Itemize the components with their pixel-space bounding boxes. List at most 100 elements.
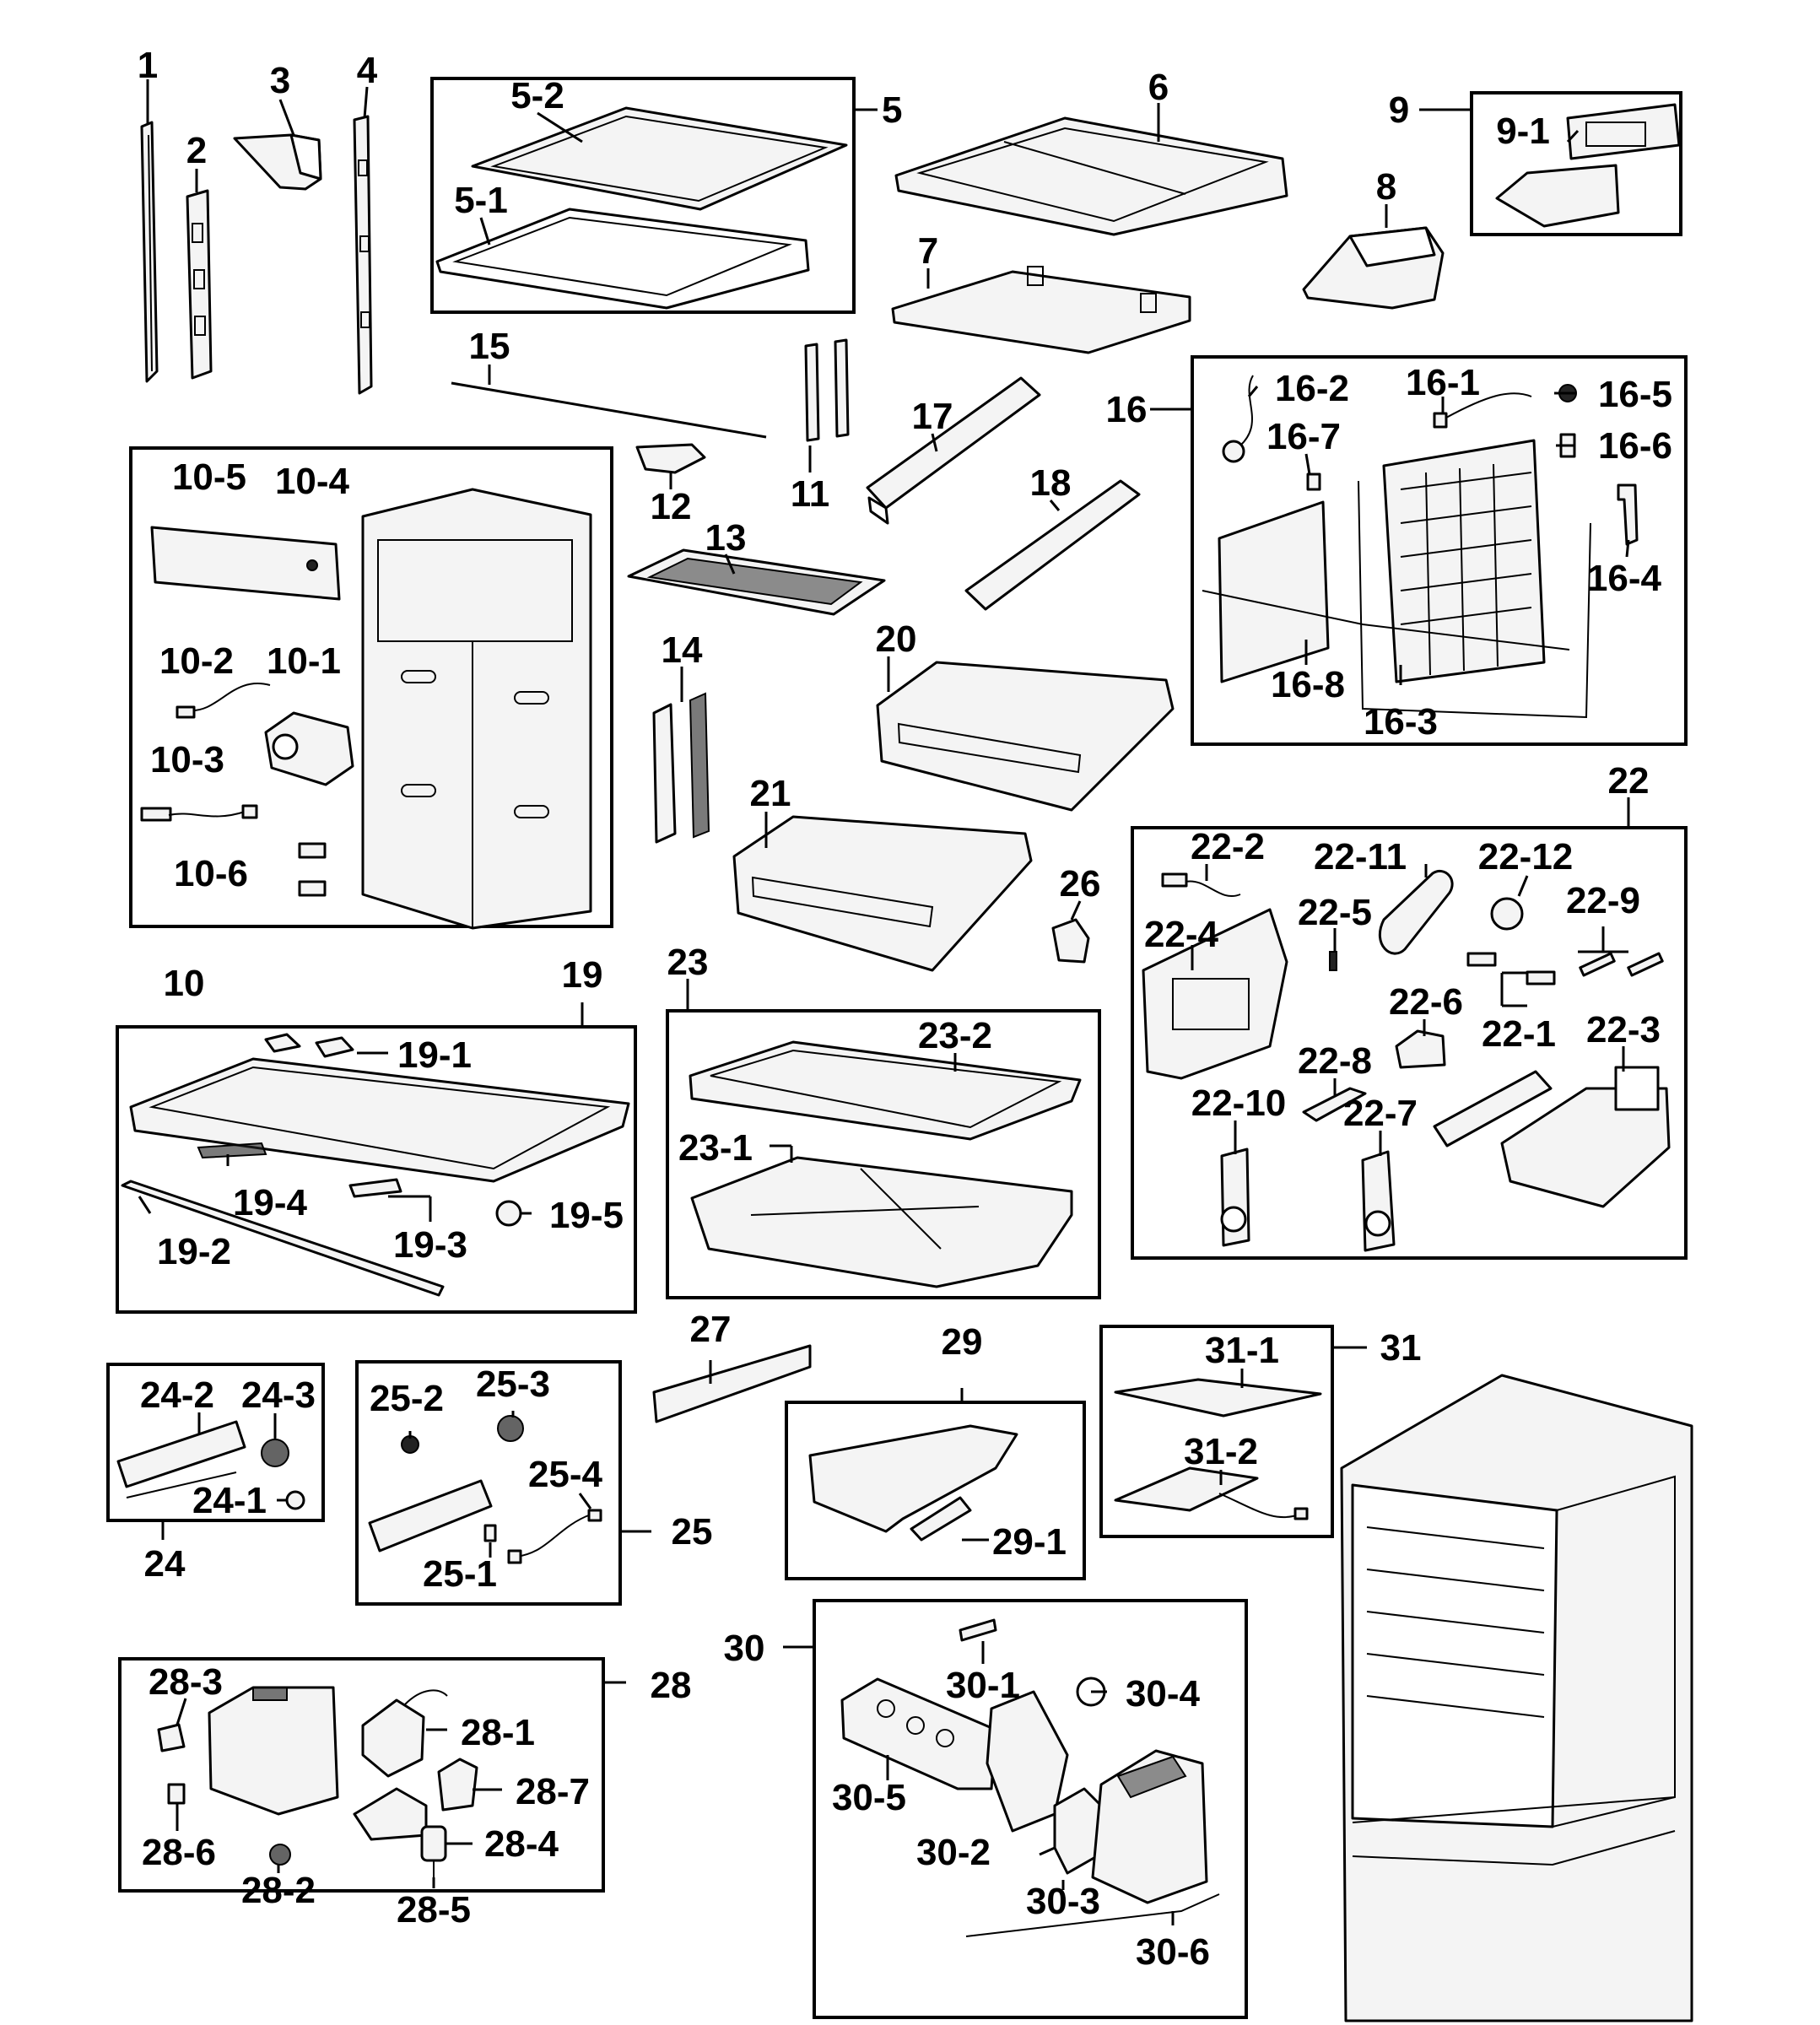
part-22-4-housing <box>1142 908 1288 1080</box>
label-19-2: 19-2 <box>157 1231 231 1272</box>
part-6-shelf <box>894 116 1288 236</box>
part-23-2-cover <box>689 1040 1082 1141</box>
part-25-4-wire <box>507 1509 602 1564</box>
label-29-1: 29-1 <box>992 1521 1067 1563</box>
label-10-2: 10-2 <box>159 640 234 682</box>
label-16-4: 16-4 <box>1587 558 1662 599</box>
part-30-1-spring <box>959 1618 997 1642</box>
label-31-1: 31-1 <box>1205 1330 1279 1371</box>
part-20-drawer <box>876 661 1175 812</box>
part-25-1 <box>483 1524 497 1542</box>
label-14: 14 <box>662 629 703 671</box>
group-box-23 <box>666 1009 1101 1299</box>
label-16-6: 16-6 <box>1598 425 1672 467</box>
label-16-7: 16-7 <box>1266 416 1341 457</box>
label-28-2: 28-2 <box>241 1870 316 1911</box>
part-19-1-clips <box>264 1033 354 1058</box>
label-4: 4 <box>357 50 378 91</box>
label-6: 6 <box>1148 67 1169 108</box>
part-28-bracket <box>353 1787 428 1841</box>
part-16-2-sensor <box>1222 375 1254 463</box>
part-22-7 <box>1361 1150 1396 1252</box>
part-22-2-harness <box>1161 872 1241 897</box>
label-20: 20 <box>876 618 917 660</box>
part-24-3-gear <box>261 1439 289 1467</box>
label-23-2: 23-2 <box>918 1015 992 1056</box>
part-17-rail <box>866 376 1041 525</box>
part-19-5 <box>495 1200 522 1227</box>
group-box-30 <box>813 1599 1248 2019</box>
part-19-2 <box>121 1180 445 1297</box>
label-16-3: 16-3 <box>1364 701 1438 742</box>
label-12: 12 <box>651 486 692 527</box>
label-10-1: 10-1 <box>267 640 341 682</box>
label-31-2: 31-2 <box>1184 1431 1258 1472</box>
label-11: 11 <box>791 473 830 515</box>
label-28-7: 28-7 <box>516 1771 590 1812</box>
label-28-5: 28-5 <box>397 1889 471 1930</box>
label-1: 1 <box>138 45 158 86</box>
label-21: 21 <box>750 773 791 814</box>
group-box-29 <box>785 1401 1086 1580</box>
part-16-1-sensor <box>1433 392 1532 429</box>
label-22-7: 22-7 <box>1343 1093 1418 1134</box>
part-28-1-motor <box>361 1689 448 1778</box>
label-28: 28 <box>651 1665 692 1706</box>
label-25-1: 25-1 <box>423 1553 497 1595</box>
part-10-3-harness <box>140 804 258 822</box>
label-22-3: 22-3 <box>1586 1009 1661 1050</box>
part-4-trim <box>353 115 373 395</box>
part-22-5 <box>1329 951 1337 971</box>
callout-labels: 1 2 3 4 5 5-2 5-1 6 7 8 9 9-1 15 11 12 1… <box>138 45 1672 1973</box>
label-30-4: 30-4 <box>1126 1673 1201 1714</box>
label-30: 30 <box>724 1628 765 1669</box>
label-25-2: 25-2 <box>370 1378 444 1419</box>
label-17: 17 <box>912 396 953 437</box>
label-30-1: 30-1 <box>946 1665 1020 1706</box>
label-26: 26 <box>1060 863 1101 904</box>
part-16-evaporator <box>1202 439 1591 719</box>
label-24-2: 24-2 <box>140 1374 214 1416</box>
part-16-7 <box>1306 472 1321 491</box>
label-24-3: 24-3 <box>241 1374 316 1416</box>
part-12-clip <box>635 443 706 474</box>
group-box-25 <box>355 1360 622 1606</box>
label-29: 29 <box>942 1321 983 1363</box>
part-19-4 <box>197 1142 267 1159</box>
part-26 <box>1051 918 1090 964</box>
label-13: 13 <box>705 517 747 559</box>
group-box-24 <box>106 1363 325 1522</box>
part-22-9-pads <box>1466 952 1664 986</box>
label-5-2: 5-2 <box>510 75 564 116</box>
part-15-rod <box>451 381 767 439</box>
part-8-chute <box>1302 226 1445 310</box>
label-30-5: 30-5 <box>832 1777 906 1818</box>
label-23-1: 23-1 <box>678 1127 753 1169</box>
part-30-6-rod <box>965 1893 1220 1937</box>
label-25-4: 25-4 <box>528 1454 603 1495</box>
label-28-6: 28-6 <box>142 1832 216 1873</box>
label-19-3: 19-3 <box>393 1224 467 1266</box>
part-22-8 <box>1302 1087 1367 1122</box>
label-10: 10 <box>164 963 205 1004</box>
label-19-4: 19-4 <box>233 1182 308 1223</box>
part-21-drawer <box>732 815 1033 972</box>
part-22-11-filter <box>1378 870 1454 955</box>
part-24-1 <box>285 1490 305 1510</box>
label-23: 23 <box>667 942 709 983</box>
part-10-panel <box>361 488 592 930</box>
part-28-icemaker-box <box>208 1686 339 1816</box>
part-11-strips <box>804 338 850 442</box>
part-1-trim <box>140 121 159 383</box>
label-10-5: 10-5 <box>172 456 246 498</box>
part-28-3 <box>157 1723 186 1752</box>
label-16-1: 16-1 <box>1406 362 1480 403</box>
label-22: 22 <box>1608 760 1650 802</box>
part-19-3 <box>348 1178 402 1198</box>
label-10-3: 10-3 <box>150 739 224 780</box>
label-18: 18 <box>1030 462 1072 504</box>
part-16-4 <box>1617 483 1639 546</box>
label-31: 31 <box>1380 1327 1422 1369</box>
part-2-bracket <box>186 189 213 380</box>
